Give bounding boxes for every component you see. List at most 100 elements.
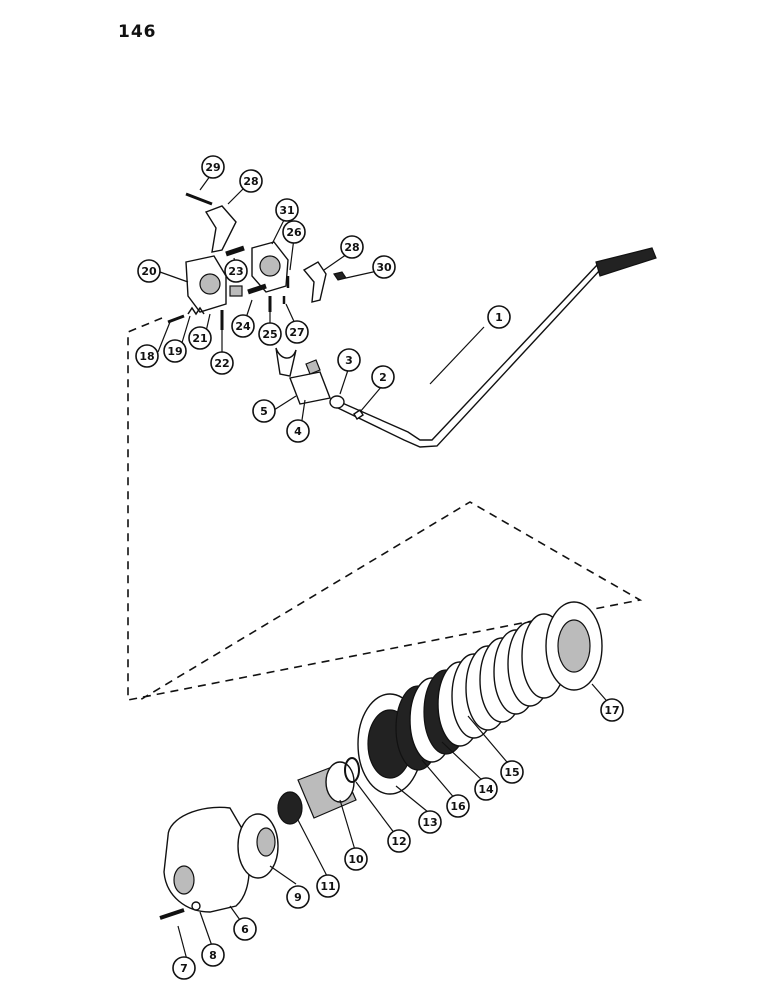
callout-circle xyxy=(135,344,159,368)
callout-circle xyxy=(344,847,368,871)
callout-circle xyxy=(372,255,396,279)
callout-label: 6 xyxy=(241,923,249,936)
callout-label: 13 xyxy=(422,816,437,829)
callout-circle xyxy=(418,810,442,834)
callout-9: 9 xyxy=(286,885,310,909)
callout-10: 10 xyxy=(344,847,368,871)
shift-lever-part xyxy=(337,247,657,448)
callout-27: 27 xyxy=(285,320,309,344)
assembly-dashed-outline xyxy=(127,317,643,701)
callout-label: 2 xyxy=(379,371,387,384)
callout-2: 2 xyxy=(371,365,395,389)
upper-fork-part xyxy=(204,205,237,253)
callout-label: 22 xyxy=(214,357,229,370)
left-bracket-part xyxy=(185,255,227,313)
callout-label: 30 xyxy=(376,261,392,274)
callout-label: 21 xyxy=(192,332,207,345)
callout-30: 30 xyxy=(372,255,396,279)
callout-circle xyxy=(340,235,364,259)
callout-circle xyxy=(252,399,276,423)
snap-ring-part xyxy=(344,757,360,783)
callout-label: 27 xyxy=(289,326,304,339)
callout-label: 18 xyxy=(139,350,154,363)
callout-circle xyxy=(163,339,187,363)
callout-16: 16 xyxy=(446,794,470,818)
stud-24-part xyxy=(247,283,267,295)
right-bracket-part xyxy=(251,241,289,293)
callout-28: 28 xyxy=(239,169,263,193)
callout-circle xyxy=(239,169,263,193)
callout-14: 14 xyxy=(474,777,498,801)
callout-circle xyxy=(286,885,310,909)
callout-15: 15 xyxy=(500,760,524,784)
callout-label: 15 xyxy=(504,766,519,779)
callout-label: 31 xyxy=(279,204,294,217)
callout-circle xyxy=(371,365,395,389)
callout-circle xyxy=(600,698,624,722)
callout-circle xyxy=(172,956,196,980)
callout-circle xyxy=(487,305,511,329)
pin-part xyxy=(353,409,364,420)
piston-plate-part xyxy=(357,693,423,795)
callout-label: 28 xyxy=(344,241,359,254)
callout-circle xyxy=(233,917,257,941)
callout-25: 25 xyxy=(258,322,282,346)
callout-4: 4 xyxy=(286,419,310,443)
callout-29: 29 xyxy=(201,155,225,179)
callout-26: 26 xyxy=(282,220,306,244)
callout-8: 8 xyxy=(201,943,225,967)
callout-28: 28 xyxy=(340,235,364,259)
callout-circle xyxy=(285,320,309,344)
callout-label: 12 xyxy=(391,835,406,848)
callout-label: 19 xyxy=(167,345,182,358)
callout-label: 1 xyxy=(495,311,503,324)
callout-label: 23 xyxy=(228,265,243,278)
callout-circle xyxy=(210,351,234,375)
side-fork-part xyxy=(302,261,327,303)
callout-circle xyxy=(474,777,498,801)
callout-circle xyxy=(201,155,225,179)
stud-23-part xyxy=(225,245,245,257)
callout-5: 5 xyxy=(252,399,276,423)
callout-label: 14 xyxy=(478,783,494,796)
callout-3: 3 xyxy=(337,348,361,372)
callout-circle xyxy=(275,198,299,222)
callout-label: 7 xyxy=(180,962,188,975)
block-23-part xyxy=(229,285,243,297)
callout-circle xyxy=(316,874,340,898)
shift-fork-part xyxy=(275,347,331,405)
callout-circle xyxy=(137,259,161,283)
end-plate-part xyxy=(545,601,603,691)
washer-part xyxy=(329,395,345,409)
callout-circle xyxy=(500,760,524,784)
bolt-18-part xyxy=(167,314,185,324)
callout-label: 17 xyxy=(604,704,619,717)
callout-label: 28 xyxy=(243,175,258,188)
callout-label: 16 xyxy=(450,800,466,813)
callout-label: 26 xyxy=(286,226,302,239)
callout-label: 8 xyxy=(209,949,217,962)
callout-19: 19 xyxy=(163,339,187,363)
callout-circle xyxy=(224,259,248,283)
callout-circle xyxy=(286,419,310,443)
callout-21: 21 xyxy=(188,326,212,350)
bearing-part xyxy=(277,791,303,825)
callout-circle xyxy=(337,348,361,372)
callout-23: 23 xyxy=(224,259,248,283)
callout-circle xyxy=(387,829,411,853)
flange-part xyxy=(237,813,279,879)
callout-label: 4 xyxy=(294,425,302,438)
callout-circle xyxy=(231,314,255,338)
callout-circle xyxy=(446,794,470,818)
callout-1: 1 xyxy=(487,305,511,329)
callout-circle xyxy=(188,326,212,350)
callout-circle xyxy=(201,943,225,967)
callout-24: 24 xyxy=(231,314,255,338)
callout-7: 7 xyxy=(172,956,196,980)
callout-12: 12 xyxy=(387,829,411,853)
callout-circle xyxy=(258,322,282,346)
callout-31: 31 xyxy=(275,198,299,222)
bolt-29-part xyxy=(185,192,213,206)
